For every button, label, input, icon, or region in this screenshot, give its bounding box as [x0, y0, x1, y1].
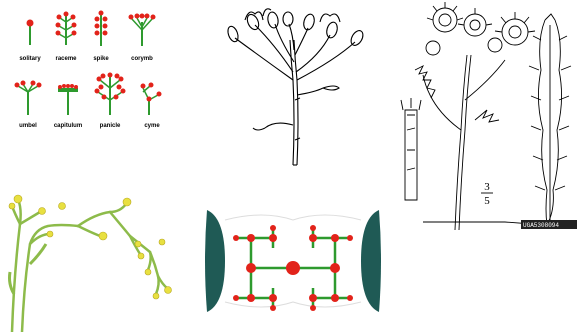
- label-corymb: corymb: [131, 56, 153, 62]
- spike-diagram: [95, 11, 108, 47]
- flower-head-1: [427, 2, 463, 32]
- herbarium-tag: UGA5308094: [523, 222, 559, 229]
- tansy-drawing-svg: 3 5 UGA5308094: [395, 0, 579, 232]
- label-cyme: cyme: [144, 123, 160, 129]
- inflorescence-types-svg: solitary raceme: [0, 0, 200, 150]
- corymb-line-drawing: [205, 0, 390, 180]
- flower-head-3: [495, 12, 535, 45]
- flower-head-2: [458, 8, 492, 36]
- tansy-specimen-drawing: 3 5 UGA5308094: [395, 0, 579, 232]
- cyme-diagram-svg: [203, 190, 383, 332]
- cyme-branching-diagram: [203, 190, 383, 332]
- raceme-diagram: [56, 12, 77, 46]
- central-flower: [286, 261, 300, 275]
- label-spike: spike: [93, 56, 109, 62]
- inflorescence-types-diagram: solitary raceme: [0, 0, 200, 150]
- panicle-diagram: [95, 73, 126, 116]
- label-capitulum: capitulum: [54, 123, 82, 129]
- scale-numerator: 3: [484, 181, 490, 193]
- label-raceme: raceme: [55, 56, 77, 62]
- scale-denominator: 5: [484, 195, 490, 207]
- label-solitary: solitary: [19, 56, 41, 62]
- label-panicle: panicle: [100, 123, 121, 129]
- capitulum-diagram: [58, 84, 78, 115]
- cyme-small-diagram: [141, 83, 162, 116]
- yellow-flower-photo-svg: [0, 184, 200, 332]
- yellow-flower-photo: [0, 184, 200, 332]
- umbel-diagram: [15, 81, 42, 116]
- corymb-drawing-svg: [205, 0, 390, 180]
- solitary-diagram: [27, 20, 34, 46]
- corymb-diagram: [129, 14, 156, 47]
- label-umbel: umbel: [19, 123, 37, 129]
